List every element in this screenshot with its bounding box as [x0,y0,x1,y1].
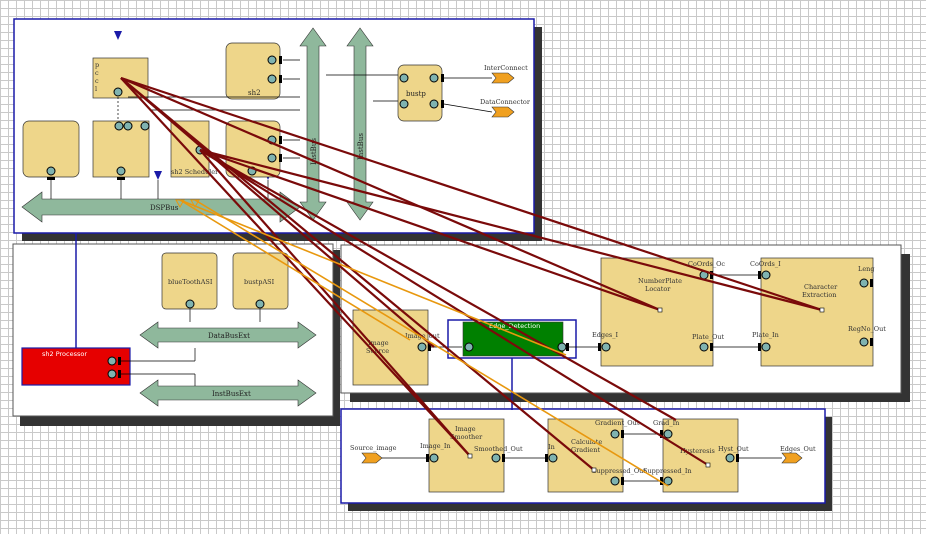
hyst-out-label: Hyst_Out [718,445,749,453]
alt-mapping-lines [179,199,669,487]
dsp-bus-label: DSPBus [150,204,179,212]
suppressed-out-label: Suppressed_Out [592,467,646,475]
inst-bus-2-label: InstBus [357,133,365,160]
edges-i-label: Edges_I [592,331,618,339]
mem-block-1[interactable] [22,120,80,180]
data-connector[interactable]: DataConnector [480,98,531,118]
edge-detection-label: Edge_Detection [489,322,540,330]
source-image-label: Source_image [350,444,397,452]
leng-label: Leng [858,265,875,273]
marker-1 [114,31,122,40]
reg-no-out-label: RegNo_Out [848,325,886,333]
sh2-block[interactable]: sh2 [225,42,282,100]
marker-2 [154,171,162,180]
bustp-asi-label: bustpASI [244,278,275,286]
hysteresis-block[interactable]: Hysteresis Grad_In Suppressed_In Hyst_Ou… [643,418,749,493]
sh2-scheduler-label: sh2 Scheduler [171,168,219,176]
svg-text:c: c [95,77,99,85]
plate-in-label: Plate_In [752,331,779,339]
smoothed-out-label: Smoothed_Out [474,445,523,453]
sh2-processor-block[interactable]: sh2 Processor [21,347,131,386]
mapping-lines [120,76,823,471]
in-label: In [548,443,555,451]
data-bus-ext-label: DataBusExt [208,332,250,340]
edges-out-connector[interactable]: Edges_Out [780,445,816,464]
inst-bus-ext[interactable]: InstBusExt [139,379,317,407]
hysteresis-label: Hysteresis [680,447,715,455]
plate-out-label: Plate_Out [692,333,725,341]
inter-connector-label: InterConnect [484,64,528,72]
source-image-connector[interactable]: Source_image [350,444,397,464]
bluetooth-asi-block[interactable]: blueToothASI [161,252,218,310]
suppressed-in-label: Suppressed_In [643,467,692,475]
data-bus-ext[interactable]: DataBusExt [139,321,317,349]
top-wires [50,59,398,199]
inter-connector[interactable]: InterConnect [484,64,528,84]
mem-block-2[interactable] [92,120,150,180]
co-ords-oc-label: CoOrds_Oc [688,260,725,268]
edges-out-label: Edges_Out [780,445,816,453]
bustp-asi-block[interactable]: bustpASI [232,252,289,310]
inst-bus-vertical-2[interactable]: InstBus [346,27,374,221]
svg-text:c: c [95,69,99,77]
bustp-block[interactable]: bustp [397,64,444,122]
inst-bus-ext-label: InstBusExt [212,390,251,398]
sh2-processor-label: sh2 Processor [42,350,87,358]
svg-text:p: p [95,61,99,69]
inst-bus-1-label: InstBus [310,138,318,165]
grad-in-label: Grad_In [653,419,679,427]
gradient-out-label: Gradient_Out [595,419,640,427]
sh2-label: sh2 [248,89,261,97]
bluetooth-asi-label: blueToothASI [168,278,213,286]
svg-text:l: l [95,85,97,93]
data-connector-label: DataConnector [480,98,531,106]
bustp-label: bustp [406,90,426,98]
co-ords-i-label: CoOrds_I [750,260,781,268]
image-in-label: Image_In [420,442,451,450]
